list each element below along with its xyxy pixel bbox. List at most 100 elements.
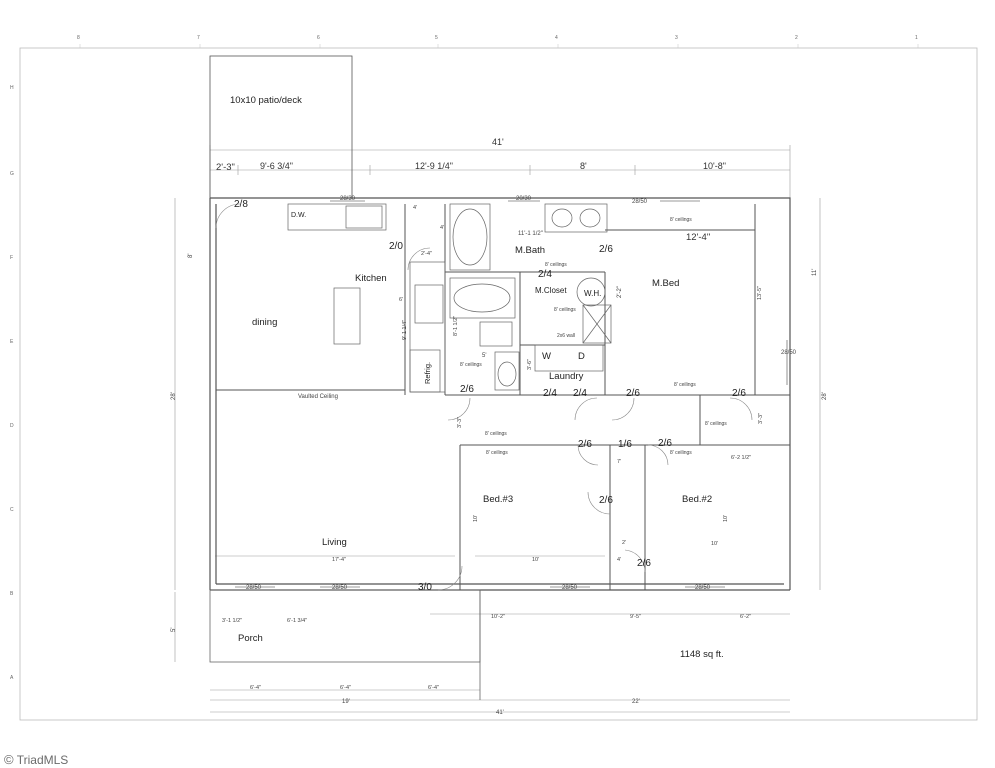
bottom-dim-1: 10'-2": [491, 614, 506, 620]
grid-row-d: D: [10, 423, 14, 429]
patio-outline: [209, 55, 353, 199]
grid-row-a: A: [10, 675, 14, 681]
mbath-label: M.Bath: [515, 245, 546, 256]
left-top-dim: 8': [188, 253, 194, 258]
hall-4-dim: 4': [617, 557, 622, 563]
grid-row-b: B: [10, 591, 14, 597]
top-dim-3: 12'-9 1/4": [415, 161, 453, 171]
bed2-width2-dim: 6'-2 1/2": [731, 455, 752, 461]
mbed-width-dim: 12'-4": [686, 232, 711, 243]
door-2-6-bed2: 2/6: [637, 558, 651, 569]
porch-total-dim: 19': [342, 699, 350, 705]
ceiling-note-bed3: 8' ceilings: [486, 450, 508, 456]
door-3-0-front: 3/0: [418, 582, 432, 593]
windows: [235, 200, 788, 588]
door-2-4-laundry-2: 2/4: [573, 388, 587, 399]
porch-seg-1: 6'-4": [250, 685, 261, 691]
top-dim-2: 9'-6 3/4": [260, 161, 293, 171]
dining-label: dining: [252, 317, 278, 328]
ceiling-note-bed2: 8' ceilings: [670, 450, 692, 456]
bath-5-dim: 5': [482, 353, 487, 359]
kitchen-6-dim: 6': [399, 297, 404, 303]
window-28-50-b2: 28/50: [332, 585, 348, 591]
door-2-6-closet: 2/6: [732, 388, 746, 399]
copyright-icon: ©: [4, 752, 14, 767]
square-footage-label: 1148 sq ft.: [680, 649, 724, 660]
ceiling-note-closet: 8' ceilings: [554, 307, 576, 313]
grid-row-f: F: [10, 255, 14, 261]
hall-7-dim: 7': [617, 459, 622, 465]
dimension-lines: [174, 145, 821, 713]
bed2-label: Bed.#2: [682, 494, 713, 505]
door-2-6-bed3: 2/6: [599, 495, 613, 506]
window-28-30: 28/30: [340, 196, 356, 202]
porch-seg-2: 6'-4": [340, 685, 351, 691]
grid-col-7: 7: [197, 35, 200, 41]
left-overall-dim: 28': [171, 392, 177, 400]
door-2-6-hall-2: 2/6: [658, 438, 672, 449]
grid-col-8: 8: [77, 35, 80, 41]
window-28-50-right: 28/50: [781, 350, 797, 356]
wall-note: 2x6 wall: [557, 333, 576, 339]
kitchen-small-dim: 2'-4": [421, 251, 432, 257]
door-2-6-refrig: 2/6: [460, 384, 474, 395]
window-28-50-top: 28/50: [632, 199, 648, 205]
mbed-depth-dim: 13'-5": [757, 285, 763, 300]
living-label: Living: [322, 537, 347, 548]
kitchen-run-dim: 9'-1 1/4": [402, 319, 408, 340]
bottom-overall-dim: 41': [496, 710, 504, 716]
porch-depth-dim: 5': [171, 627, 177, 632]
window-28-50-b3: 28/50: [562, 585, 578, 591]
door-2-0-kitchen: 2/0: [389, 241, 403, 252]
window-20-30: 20/30: [516, 196, 532, 202]
ceiling-note-hall: 8' ceilings: [674, 382, 696, 388]
porch-dim-1: 3'-1 1/2": [222, 618, 243, 624]
hall-2-dim: 2': [622, 540, 627, 546]
bed3-depth-dim: 10': [473, 514, 479, 522]
sheet-border: [19, 47, 978, 721]
living-width-dim: 17'-4": [332, 557, 347, 563]
grid-col-2: 2: [795, 35, 798, 41]
mbath-width-dim: 11'-1 1/2": [518, 231, 543, 237]
grid-row-h: H: [10, 85, 14, 91]
door-1-6: 1/6: [618, 439, 632, 450]
ceiling-note-mbed: 8' ceilings: [670, 217, 692, 223]
bath-fixtures: [449, 203, 612, 391]
door-swings: [215, 203, 753, 591]
window-28-50-b1: 28/50: [246, 585, 262, 591]
porch-dim-2: 6'-1 3/4": [287, 618, 308, 624]
refrigerator-label: Refrig.: [423, 361, 432, 384]
laundry-label: Laundry: [549, 371, 584, 382]
door-2-8: 2/8: [234, 199, 248, 210]
kitchen-label: Kitchen: [355, 273, 387, 284]
grid-col-5: 5: [435, 35, 438, 41]
grid-row-e: E: [10, 339, 14, 345]
door-2-6-mbath: 2/6: [599, 244, 613, 255]
bed2-width-dim: 10': [711, 541, 719, 547]
door-2-4-laundry-1: 2/4: [543, 388, 557, 399]
water-heater-label: W.H.: [584, 289, 602, 298]
watermark: © TriadMLS: [4, 752, 68, 767]
bed3-width-dim: 10': [532, 557, 540, 563]
right-overall-dim: 28': [822, 392, 828, 400]
porch-seg-3: 6'-4": [428, 685, 439, 691]
dryer-label: D: [578, 351, 585, 362]
right-total-dim: 22': [632, 699, 640, 705]
bed2-depth-dim: 10': [723, 514, 729, 522]
top-dim-4: 8': [580, 161, 587, 171]
door-2-4-bath: 2/4: [538, 269, 552, 280]
grid-col-3: 3: [675, 35, 678, 41]
exterior-walls: [209, 197, 791, 591]
door-2-6-mbed: 2/6: [626, 388, 640, 399]
grid-col-6: 6: [317, 35, 320, 41]
watermark-text: TriadMLS: [16, 753, 69, 767]
dishwasher-label: D.W.: [291, 212, 307, 219]
right-top-dim: 11': [812, 268, 818, 276]
wh-dim: 2'-2": [617, 286, 623, 298]
porch-label: Porch: [238, 633, 263, 644]
bottom-dim-2: 9'-5": [630, 614, 641, 620]
washer-label: W: [542, 351, 551, 362]
ceiling-note-bath: 8' ceilings: [545, 262, 567, 268]
mcloset-label: M.Closet: [535, 286, 567, 295]
